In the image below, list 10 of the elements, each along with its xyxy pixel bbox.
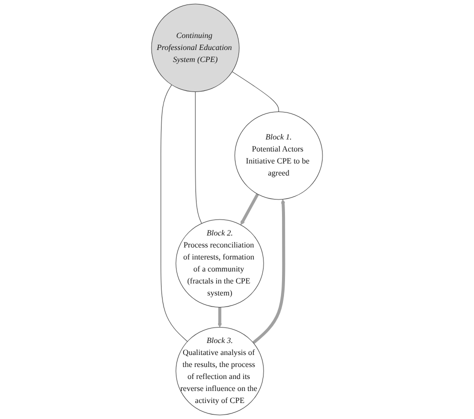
node-circle: Block 1. Potential Actors Initiative CPE to be agreed	[234, 112, 323, 200]
connector	[160, 84, 188, 342]
node-circle: Block 3. Qualitative analysis of the results, the process of reflection and its reverse influence on the activity of CPE	[176, 327, 264, 416]
arrow	[252, 199, 286, 344]
arrow	[240, 193, 259, 226]
connector	[195, 91, 202, 224]
node-circle: Continuing Professional Education System (CPE)	[151, 4, 240, 92]
connector	[232, 71, 279, 112]
arrow	[218, 307, 222, 328]
node-circle: Block 2. Process reconciliation of interests, formation of a community (fractals in the CPE system)	[176, 219, 264, 308]
